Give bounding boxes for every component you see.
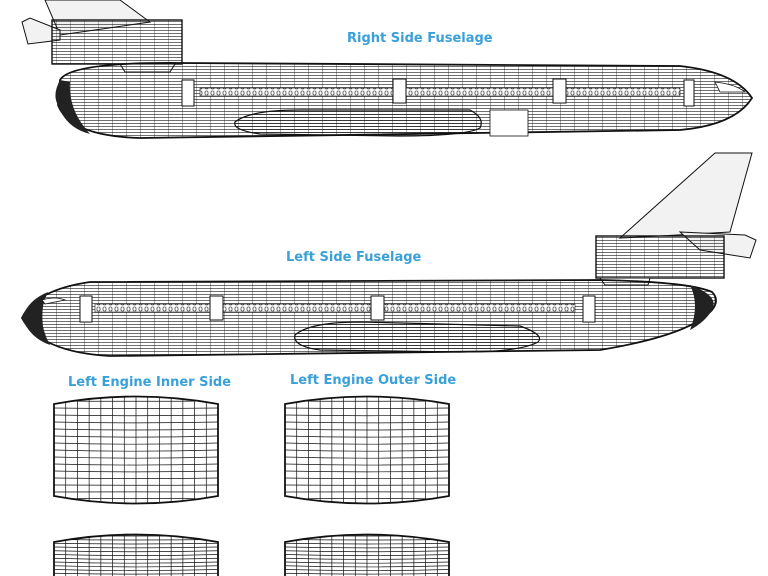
engine-panel-outer-1 [284,395,450,505]
left-fuselage-drawing [20,152,757,357]
engine-panel-inner-2 [53,533,219,576]
label-left-side-fuselage: Left Side Fuselage [286,250,422,265]
engine-panel-outer-2 [284,533,450,576]
right-fuselage-drawing [21,0,754,139]
left-wing-fairing [294,321,541,353]
engine-panel-inner-1 [53,395,219,505]
label-left-engine-inner-side: Left Engine Inner Side [68,375,232,390]
left-tail-fin [618,152,753,239]
engine-panel-drawing [53,395,450,576]
label-left-engine-outer-side: Left Engine Outer Side [290,373,457,388]
label-right-side-fuselage: Right Side Fuselage [347,31,493,46]
right-wing-fairing [234,109,482,137]
